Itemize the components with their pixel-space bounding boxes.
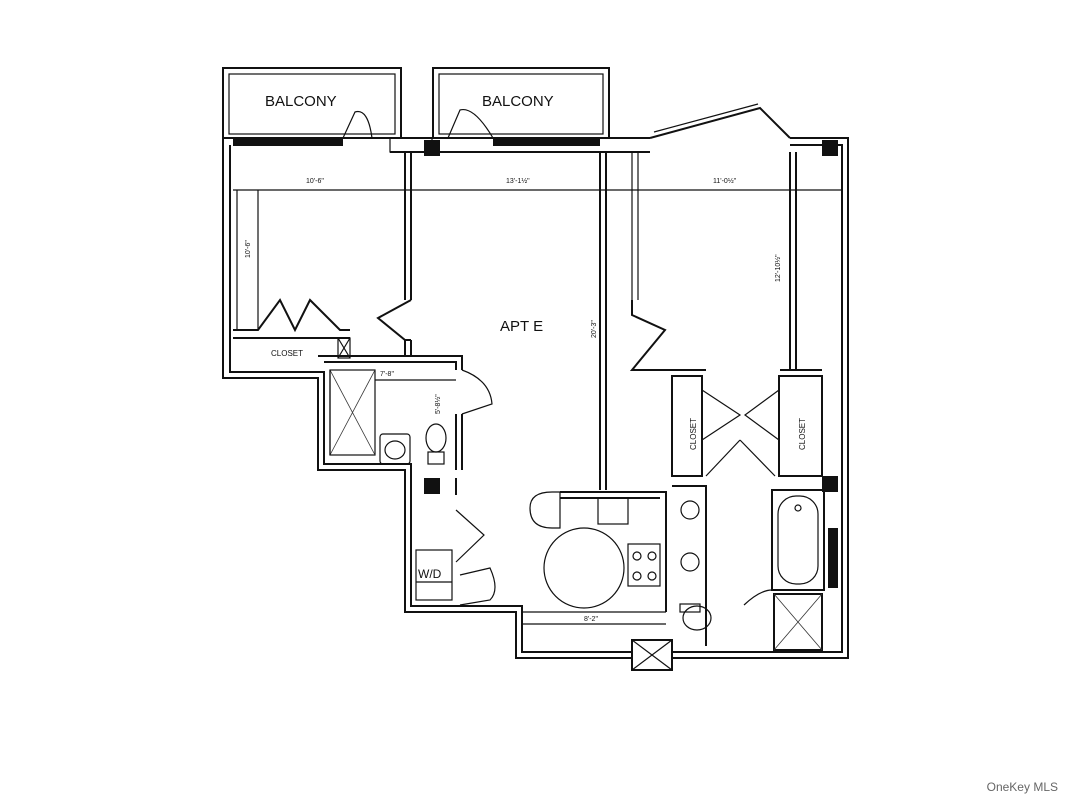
living-depth-dim: 20'-3": [591, 320, 598, 338]
right-room-width-dim: 11'-0½": [713, 177, 737, 185]
balcony-doors: [342, 108, 494, 139]
balcony-right-label: BALCONY: [482, 93, 554, 110]
balcony-left: [222, 67, 402, 146]
right-bedroom-door: [629, 300, 670, 371]
column: [424, 140, 440, 156]
closet-left-label: CLOSET: [271, 349, 303, 358]
living-width-dim: 13'-1½": [506, 177, 530, 185]
bathroom-right: [672, 485, 838, 651]
column: [822, 140, 838, 156]
closet-mid-label: CLOSET: [689, 418, 698, 450]
right-room-depth-dim: 12'-10½": [774, 254, 782, 282]
left-bedroom: [233, 152, 412, 359]
closets-middle: [671, 375, 823, 477]
bedroom-door: [376, 299, 412, 341]
closet-right-label: CLOSET: [798, 418, 807, 450]
column: [424, 478, 440, 494]
exterior-walls: [222, 137, 849, 659]
balcony-left-label: BALCONY: [265, 93, 337, 110]
washer-dryer-label: W/D: [418, 567, 442, 581]
bath-width-dim: 7'-8": [380, 371, 394, 378]
kitchen: [522, 491, 673, 671]
kitchen-width-dim: 8'-2": [584, 616, 598, 623]
laundry: [415, 478, 496, 606]
left-room-width-dim: 10'-6": [306, 178, 324, 185]
bathroom-left: [318, 355, 493, 470]
watermark: OneKey MLS: [986, 780, 1058, 794]
column: [822, 476, 838, 492]
bath-depth-dim: 5'-8½": [434, 394, 442, 414]
left-room-depth-dim: 10'-6": [245, 240, 252, 258]
right-bedroom: [670, 152, 822, 371]
bay-window: [649, 106, 791, 139]
apartment-label: APT E: [500, 318, 543, 335]
